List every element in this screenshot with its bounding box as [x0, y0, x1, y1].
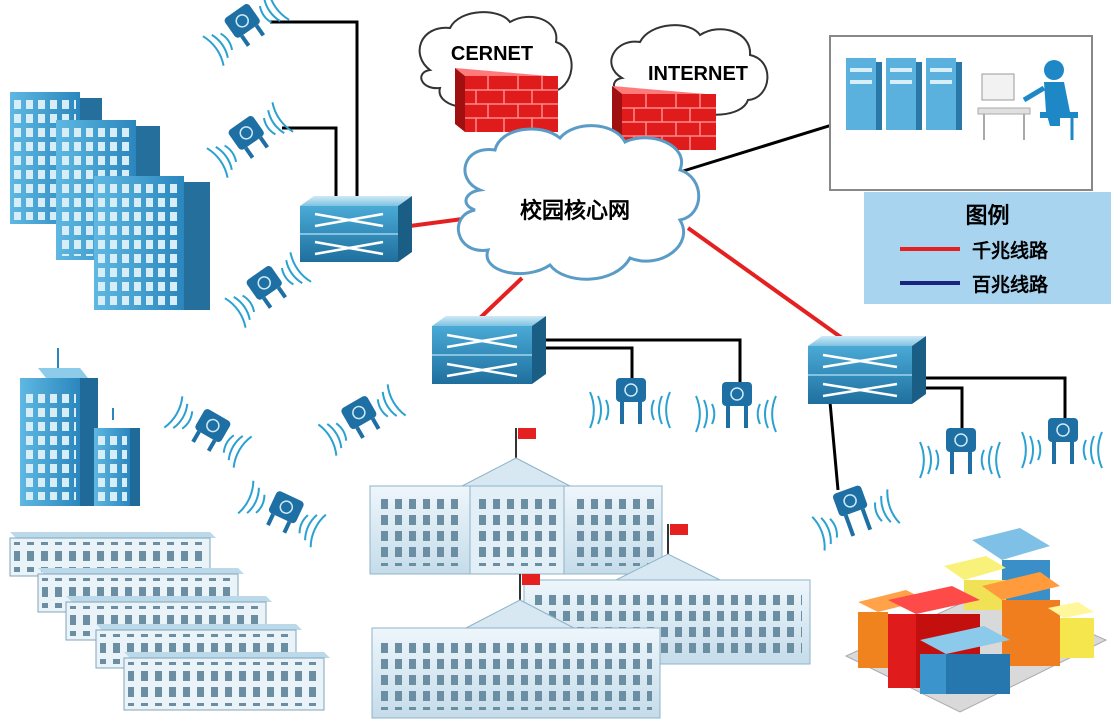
wireless-ap-icon	[237, 480, 327, 548]
connection-lines	[270, 20, 1067, 491]
wireless-ap-icon	[163, 396, 253, 468]
core-network-label: 校园核心网	[520, 198, 630, 224]
legend-item-gigabit: 千兆线路	[900, 236, 1048, 262]
internet-label: INTERNET	[648, 63, 748, 85]
server-room	[829, 35, 1093, 191]
switch-right	[808, 336, 926, 404]
admin-building-bottom	[371, 574, 661, 719]
cernet-group: CERNET	[418, 11, 573, 132]
wireless-ap-icon	[1021, 418, 1103, 469]
legend-title: 图例	[965, 204, 1010, 229]
line-mid-ap2	[545, 338, 742, 384]
line-core-servers	[679, 118, 849, 174]
line-core-right-switch	[686, 226, 844, 340]
line-right-ap1	[925, 386, 964, 428]
admin-building-top	[369, 428, 663, 575]
wireless-ap-icon	[202, 0, 290, 66]
internet-group: INTERNET	[610, 24, 769, 150]
line-right-ap2	[925, 376, 1067, 418]
wireless-ap-icon	[317, 384, 407, 456]
line-right-ap3	[828, 401, 840, 491]
teaching-buildings	[9, 532, 330, 711]
legend-label-gigabit: 千兆线路	[972, 239, 1049, 262]
line-mid-ap1	[545, 346, 634, 380]
line-ap2	[282, 126, 338, 200]
core-network-cloud: 校园核心网	[457, 124, 701, 281]
admin-building-right	[523, 524, 811, 665]
legend-swatch-gigabit	[900, 247, 960, 251]
wireless-ap-icon	[811, 485, 901, 551]
cernet-label: CERNET	[451, 43, 533, 65]
dormitory-buildings	[10, 92, 210, 310]
wireless-ap-icon	[224, 252, 312, 328]
line-core-mid-switch	[478, 276, 524, 320]
line-ap1	[270, 20, 359, 200]
office-towers	[20, 348, 140, 506]
cernet-firewall	[455, 68, 558, 132]
wireless-ap-icon	[206, 102, 294, 178]
workstation-icon	[977, 60, 1078, 140]
switch-left	[300, 196, 412, 262]
legend-swatch-fastethernet	[900, 281, 960, 285]
legend: 图例 千兆线路 百兆线路	[864, 192, 1111, 304]
server-icon	[846, 58, 962, 130]
switch-middle	[432, 316, 546, 384]
wireless-ap-icon	[695, 382, 777, 433]
legend-item-fastethernet: 百兆线路	[900, 270, 1048, 296]
legend-label-fastethernet: 百兆线路	[972, 273, 1049, 296]
wireless-ap-icon	[919, 428, 1001, 479]
colorful-city-blocks	[844, 528, 1108, 713]
wireless-ap-icon	[589, 378, 671, 429]
